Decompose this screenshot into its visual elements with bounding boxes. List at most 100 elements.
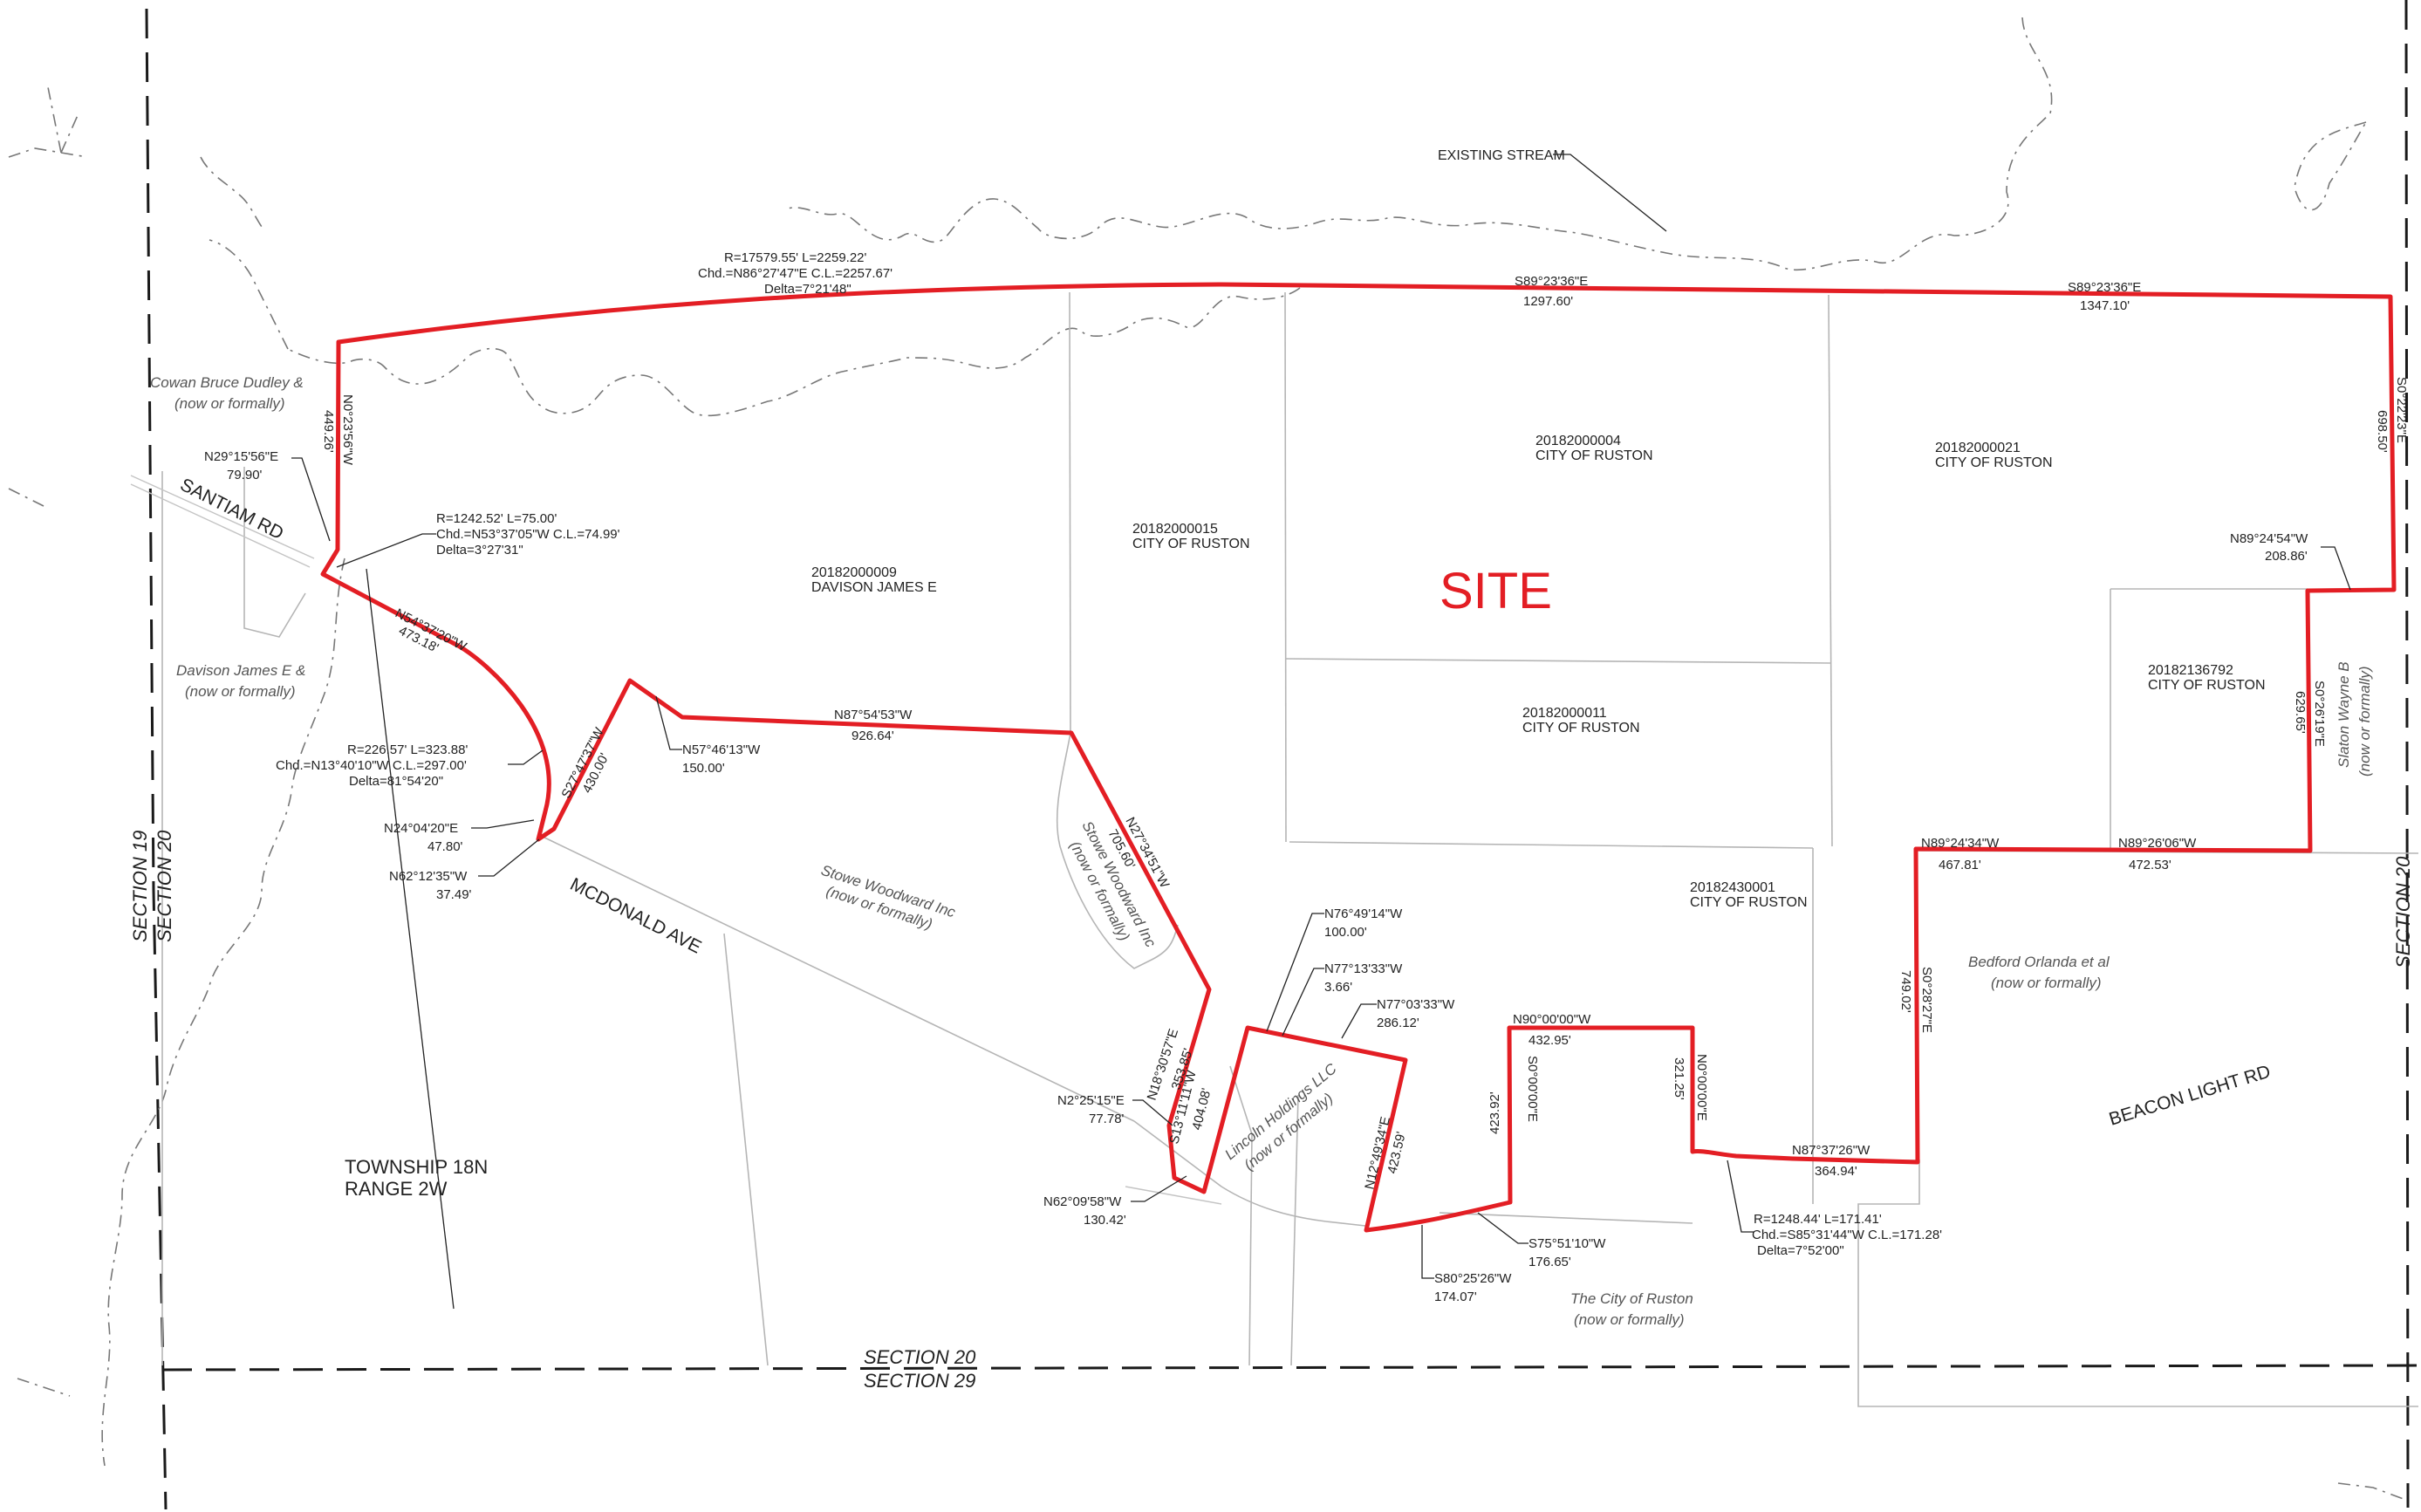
site-boundary: [320, 282, 2397, 1233]
distance-label: 174.07': [1434, 1290, 1477, 1304]
curve-call: Delta=7°52'00": [1757, 1243, 1844, 1258]
distance-label: 79.90': [227, 468, 263, 482]
owner-name: The City of Ruston: [1570, 1290, 1693, 1307]
curve-call: Chd.=N13°40'10"W C.L.=297.00': [276, 758, 467, 773]
bearing-label: S0°22'23"E: [2394, 377, 2409, 443]
bearing-label: S0°28'27"E: [1919, 967, 1934, 1033]
bearing-label: S0°26'19"E: [2312, 681, 2327, 747]
owner-note: (now or formally): [1991, 975, 2102, 991]
boundary-calls: R=17579.55' L=2259.22' Chd.=N86°27'47"E …: [204, 250, 2409, 1310]
owner-note: (now or formally): [2356, 666, 2373, 777]
owner-name: Slaton Wayne B: [2336, 661, 2352, 768]
curve-call: Delta=81°54'20": [349, 774, 443, 789]
distance-label: 321.25': [1672, 1057, 1686, 1100]
stream-southwest: [101, 558, 345, 1467]
stream-leader: [1553, 154, 1667, 232]
stream-label: EXISTING STREAM: [1438, 148, 1565, 163]
section-20-bottom-label: SECTION 20: [864, 1346, 976, 1368]
bearing-label: N24°04'20"E: [384, 821, 458, 836]
owner-note: (now or formally): [1574, 1311, 1685, 1328]
stream-middle: [287, 287, 1301, 417]
distance-label: 37.49': [436, 887, 472, 902]
parcel-id: 20182000015: [1132, 522, 1218, 537]
curve-call: R=226.57' L=323.88': [347, 742, 468, 757]
section-29-label: SECTION 29: [864, 1370, 975, 1392]
township-label: TOWNSHIP 18N: [345, 1156, 488, 1178]
road-beacon: BEACON LIGHT RD: [2107, 1062, 2273, 1130]
distance-label: 423.92': [1487, 1091, 1502, 1134]
owner-note: (now or formally): [185, 683, 296, 700]
distance-label: 749.02': [1898, 970, 1913, 1013]
distance-label: 286.12': [1377, 1016, 1419, 1030]
bearing-label: N77°03'33"W: [1377, 997, 1455, 1012]
bearing-label: N57°46'13"W: [682, 742, 761, 757]
distance-label: 698.50': [2375, 410, 2390, 453]
distance-label: 47.80': [427, 839, 463, 854]
bearing-label: S89°23'36"E: [1515, 274, 1588, 289]
bearing-label: N87°54'53"W: [834, 708, 913, 722]
site-label: SITE: [1440, 563, 1552, 619]
parcel-id: 20182000011: [1522, 706, 1607, 721]
range-label: RANGE 2W: [345, 1178, 448, 1200]
parcel-owner: DAVISON JAMES E: [811, 580, 937, 595]
parcel-id: 20182000009: [811, 565, 897, 580]
bearing-label: N62°12'35"W: [389, 869, 468, 884]
bearing-label: N77°13'33"W: [1324, 961, 1403, 976]
parcel-labels: 20182000009 DAVISON JAMES E 20182000015 …: [811, 434, 2266, 910]
distance-label: 3.66': [1324, 980, 1352, 995]
distance-label: 150.00': [682, 761, 725, 776]
bearing-label: N62°09'58"W: [1043, 1194, 1122, 1209]
curve-call: R=1242.52' L=75.00': [436, 511, 557, 526]
bearing-label: N89°24'54"W: [2230, 531, 2308, 546]
curve-call: R=17579.55' L=2259.22': [724, 250, 867, 265]
distance-label: 100.00': [1324, 925, 1367, 940]
curve-call: Chd.=N86°27'47"E C.L.=2257.67': [698, 266, 892, 281]
parcel-owner: CITY OF RUSTON: [1522, 721, 1640, 735]
bearing-label: N90°00'00"W: [1513, 1012, 1591, 1027]
curve-call: Chd.=N53°37'05"W C.L.=74.99': [436, 527, 620, 542]
bearing-label: N89°24'34"W: [1921, 836, 2000, 851]
curve-call: Delta=3°27'31": [436, 543, 523, 558]
section-lines: [145, 0, 2419, 1510]
parcel-id: 20182136792: [2148, 663, 2233, 678]
owner-note: (now or formally): [174, 395, 285, 412]
distance-label: 1347.10': [2080, 298, 2130, 313]
bearing-label: S0°00'00"E: [1525, 1056, 1540, 1122]
stream-upper: [784, 17, 2053, 270]
road-mcdonald: MCDONALD AVE: [567, 874, 705, 958]
bearing-label: S75°51'10"W: [1529, 1236, 1606, 1251]
owner-name: Cowan Bruce Dudley &: [150, 374, 304, 391]
curve-call: Delta=7°21'48": [764, 282, 851, 297]
bearing-label: N0°23'56"W: [340, 394, 355, 466]
parcel-owner: CITY OF RUSTON: [2148, 678, 2266, 693]
section-20-right-label: SECTION 20: [2392, 856, 2414, 968]
section-line-east: [2404, 0, 2410, 1509]
distance-label: 467.81': [1939, 858, 1981, 872]
distance-label: 432.95': [1529, 1033, 1571, 1048]
distance-label: 130.42': [1084, 1213, 1126, 1228]
bearing-label: N2°25'15"E: [1057, 1093, 1125, 1108]
stream-west: [200, 156, 289, 350]
bearing-label: N87°37'26"W: [1792, 1143, 1870, 1158]
owner-name: Bedford Orlanda et al: [1968, 954, 2110, 970]
parcel-owner: CITY OF RUSTON: [1690, 895, 1808, 910]
parcel-id: 20182000004: [1535, 434, 1621, 448]
road-santiam: SANTIAM RD: [177, 475, 287, 544]
parcel-owner: CITY OF RUSTON: [1935, 455, 2053, 470]
curve-call: Chd.=S85°31'44"W C.L.=171.28': [1752, 1228, 1942, 1242]
curve-call: R=1248.44' L=171.41': [1754, 1212, 1882, 1227]
section-19-label: SECTION 19: [129, 831, 151, 942]
parcel-owner: CITY OF RUSTON: [1132, 537, 1250, 551]
distance-label: 364.94': [1815, 1164, 1857, 1179]
bearing-label: N29°15'56"E: [204, 449, 278, 464]
distance-label: 176.65': [1529, 1255, 1571, 1269]
distance-label: 1297.60': [1523, 294, 1573, 309]
distance-label: 472.53': [2129, 858, 2171, 872]
section-line-south: [161, 1364, 2419, 1372]
bearing-label: N89°26'06"W: [2118, 836, 2197, 851]
streams: [8, 17, 2409, 1502]
distance-label: 926.64': [851, 729, 894, 743]
bearing-label: S80°25'26"W: [1434, 1271, 1512, 1286]
section-20-left-label: SECTION 20: [154, 830, 175, 942]
